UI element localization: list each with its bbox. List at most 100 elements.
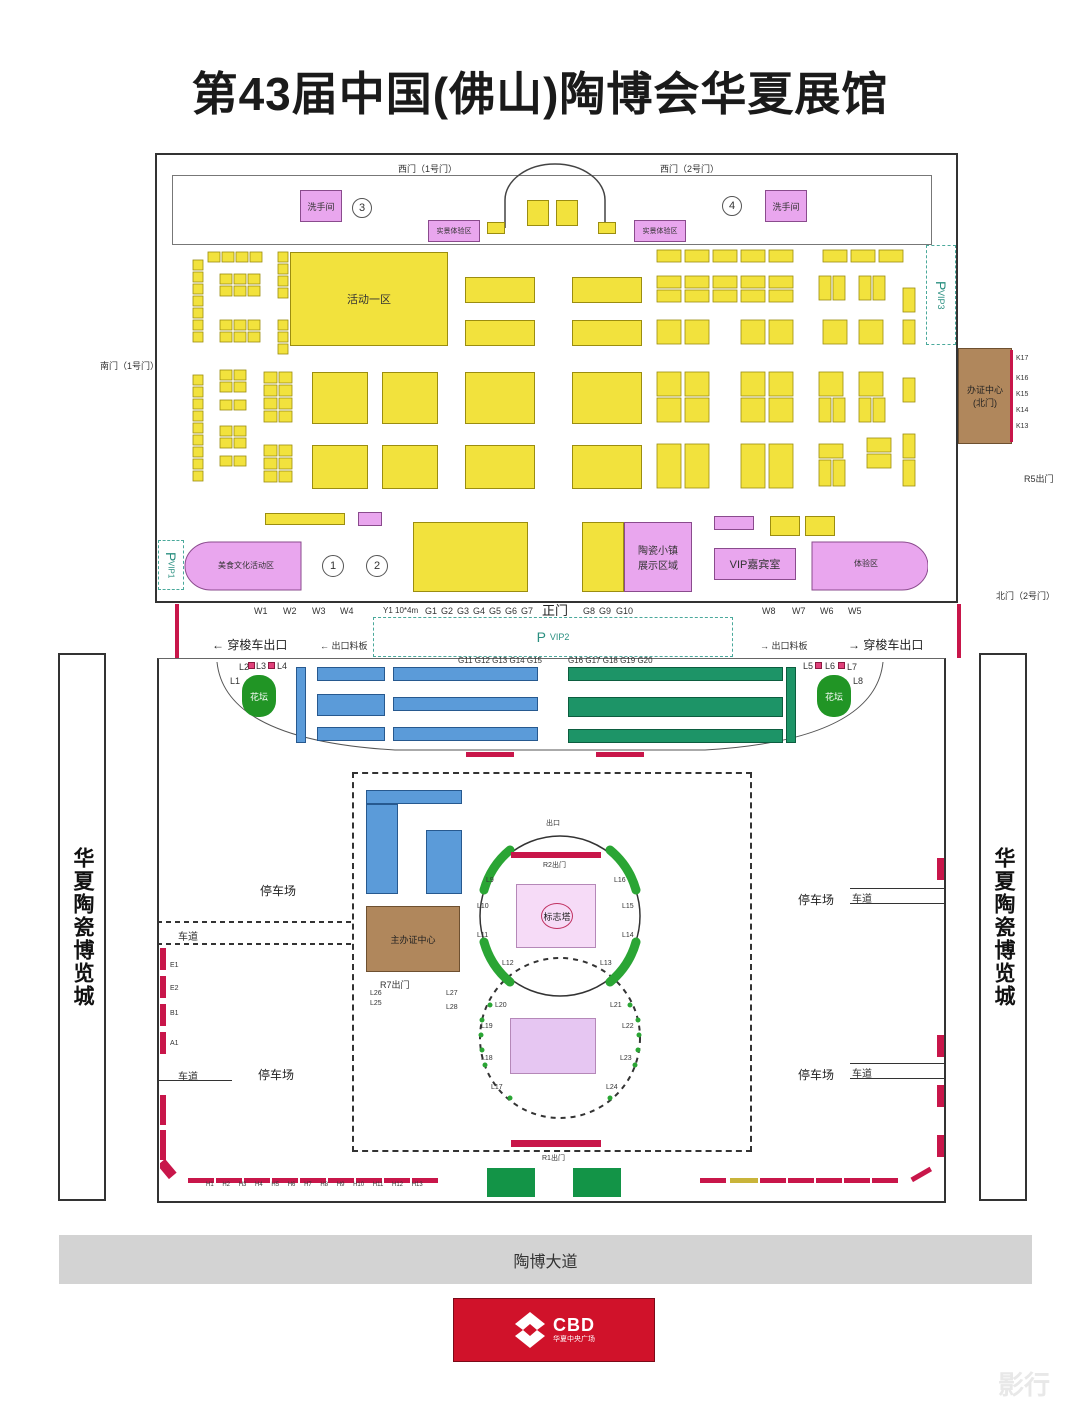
booth-f72[interactable] (805, 516, 835, 536)
right-booth-3[interactable] (937, 1085, 944, 1107)
l23-label: L23 (620, 1055, 632, 1062)
blue-block-right[interactable] (426, 830, 462, 894)
a1-label: A1 (170, 1040, 179, 1047)
right-booth-4[interactable] (937, 1135, 944, 1157)
blue-block-top[interactable] (366, 790, 462, 804)
booth-e18[interactable] (312, 445, 368, 489)
e2-label: E2 (170, 985, 179, 992)
booth-d6[interactable] (465, 320, 535, 346)
l3-label: L3 (256, 661, 267, 671)
stair-1: 1 (322, 555, 344, 577)
experience-zone-label: 体验区 (854, 559, 878, 568)
right-booth-1[interactable] (937, 858, 944, 880)
booth-top-1[interactable] (527, 200, 549, 226)
blue-block-left[interactable] (366, 804, 398, 894)
r2-bar (511, 852, 601, 858)
green-col-right[interactable] (786, 667, 796, 743)
vip1-label: VIP1 (166, 561, 176, 579)
display-zone-right: 实景体验区 (634, 220, 686, 242)
office-center[interactable]: 办证中心 (北门) (958, 348, 1012, 444)
e1-label: E1 (170, 962, 179, 969)
entry-bar-left (466, 752, 514, 757)
left-booth-grid (192, 251, 289, 482)
lower-plot (510, 1018, 596, 1074)
food-zone-shape (184, 541, 302, 591)
w1-label: W1 (254, 606, 268, 616)
blue-row-3b[interactable] (393, 727, 538, 741)
booth-d7[interactable] (465, 277, 535, 303)
left-booth-a1[interactable] (160, 1032, 166, 1054)
outdoor-exhibition-zone (352, 772, 752, 1152)
cbd-logo-brand: CBD (553, 1315, 595, 1335)
g5-label: G5 (489, 606, 502, 616)
booth-d2[interactable] (465, 445, 535, 489)
booth-top-2[interactable] (556, 200, 578, 226)
l25-label: L25 (370, 1000, 382, 1007)
l16-label: L16 (614, 877, 626, 884)
side-building-right: 华夏陶瓷博览城 (979, 653, 1027, 1201)
pink-small-left (358, 512, 382, 526)
g7-label: G7 (521, 606, 534, 616)
l2-label: L2 (239, 662, 250, 672)
booth-f5[interactable] (572, 372, 642, 424)
right-booth-2[interactable] (937, 1035, 944, 1057)
booth-e11[interactable] (382, 445, 438, 489)
blue-row-2b[interactable] (393, 697, 538, 711)
l4-label: L4 (277, 661, 288, 671)
booth-b2[interactable] (413, 522, 528, 592)
office-center-sub: (北门) (972, 398, 997, 408)
blue-col-left[interactable] (296, 667, 306, 743)
gate-south-1: 南门（1号门） (100, 361, 160, 371)
blue-row-2a[interactable] (317, 694, 385, 716)
side-building-left: 华夏陶瓷博览城 (58, 653, 106, 1201)
l26-label: L26 (370, 990, 382, 997)
lane-line-right-2b (850, 1078, 945, 1079)
left-booth-e2[interactable] (160, 976, 166, 998)
green-row-2[interactable] (568, 697, 783, 717)
booth-b1[interactable] (582, 522, 624, 592)
exit-plate-right: → 出口料板 (760, 641, 808, 651)
r7-gate: R7出门 (380, 980, 410, 990)
blue-row-1b[interactable] (393, 667, 538, 681)
l28-label: L28 (446, 1004, 458, 1011)
booth-row-e40[interactable] (265, 513, 345, 525)
activity-zone-1[interactable]: 活动一区 (290, 252, 448, 346)
top-arch (504, 163, 606, 228)
l10-label: L10 (477, 903, 489, 910)
watermark: 影行 (997, 1370, 1050, 1400)
g6-label: G6 (505, 606, 518, 616)
booth-e13[interactable] (382, 372, 438, 424)
l12-label: L12 (502, 960, 514, 967)
l11-label: L11 (477, 932, 489, 939)
k16-label: K16 (1016, 375, 1029, 382)
l14-label: L14 (622, 932, 634, 939)
booth-f6[interactable] (572, 320, 642, 346)
green-row-3[interactable] (568, 729, 783, 743)
g11-15-label: G11 G12 G13 G14 G15 (458, 656, 542, 665)
blue-row-3a[interactable] (317, 727, 385, 741)
left-booth-e1[interactable] (160, 948, 166, 970)
left-booth-a7[interactable] (160, 1095, 166, 1125)
blue-row-1a[interactable] (317, 667, 385, 681)
green-row-1[interactable] (568, 667, 783, 681)
booth-f7[interactable] (572, 277, 642, 303)
main-office-center[interactable]: 主办证中心 (366, 906, 460, 972)
booth-d5[interactable] (465, 372, 535, 424)
booth-e20[interactable] (312, 372, 368, 424)
booth-f73[interactable] (770, 516, 800, 536)
booth-top-4[interactable] (598, 222, 616, 234)
landmark-tower[interactable]: 标志塔 (541, 903, 573, 929)
restroom-left: 洗手间 (300, 190, 342, 222)
left-booth-h16[interactable] (160, 1130, 166, 1160)
booth-f2[interactable] (572, 445, 642, 489)
l21-label: L21 (610, 1002, 622, 1009)
green-pad-left (487, 1168, 535, 1197)
booth-top-3[interactable] (487, 222, 505, 234)
landmark-circles (478, 835, 642, 1119)
food-zone-label: 美食文化活动区 (218, 561, 274, 570)
left-booth-b1[interactable] (160, 1004, 166, 1026)
l2-marker (248, 662, 255, 669)
